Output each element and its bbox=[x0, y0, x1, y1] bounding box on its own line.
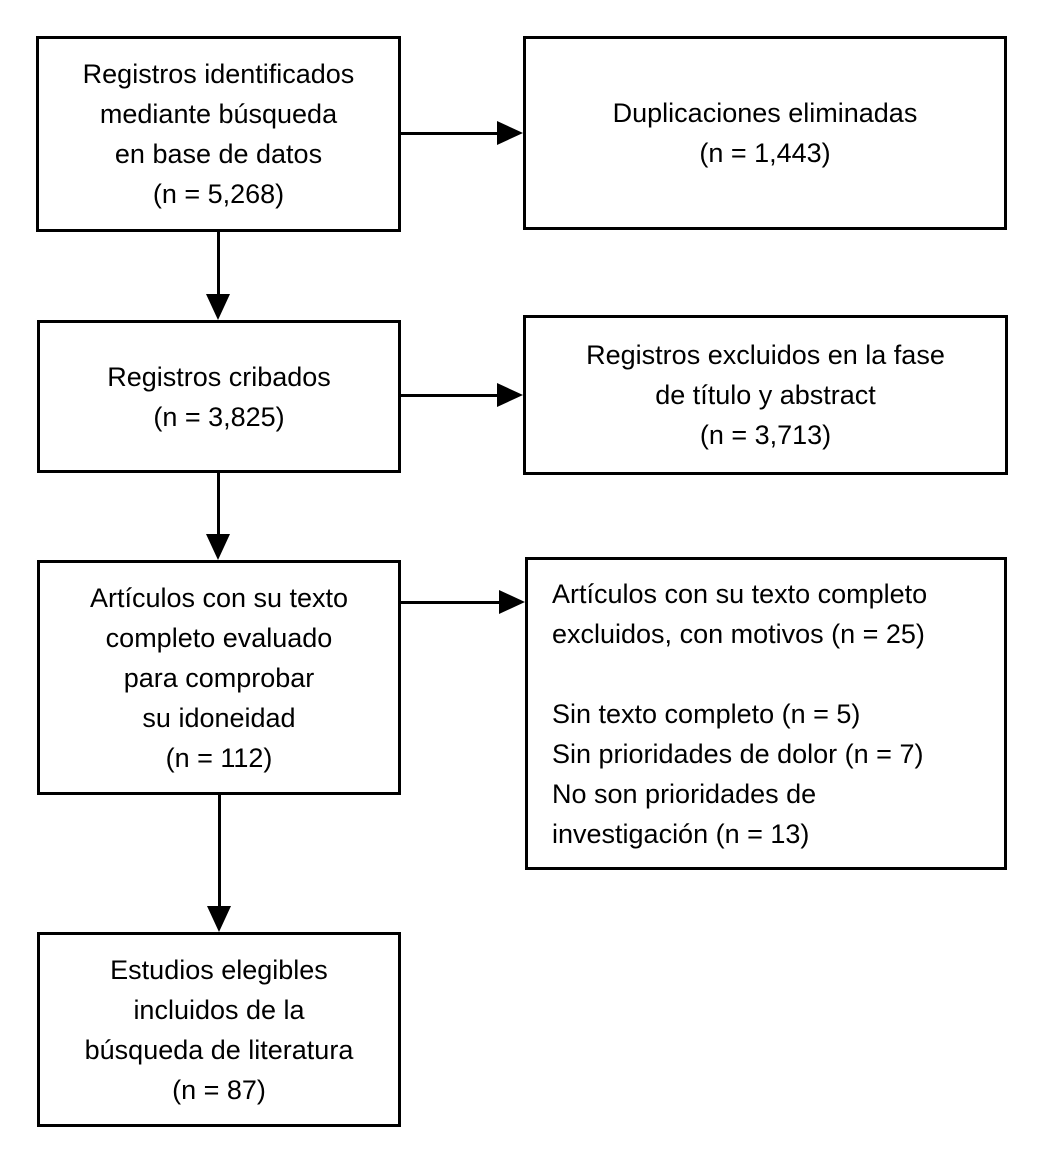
arrow-right-to-excluded-icon bbox=[401, 383, 523, 407]
flow-box-records-identified: Registros identificados mediante búsqued… bbox=[36, 36, 401, 232]
arrow-head bbox=[207, 906, 231, 932]
arrow-right-to-duplicates-icon bbox=[401, 121, 523, 145]
arrow-shaft bbox=[401, 393, 497, 397]
text-line: (n = 1,443) bbox=[699, 138, 831, 168]
flow-box-fulltext-excluded: Artículos con su texto completo excluido… bbox=[525, 557, 1007, 870]
text-line: investigación (n = 13) bbox=[552, 818, 810, 849]
text-line: Registros excluidos en la fase bbox=[586, 340, 945, 370]
text-line: su idoneidad bbox=[142, 702, 296, 733]
arrow-head bbox=[499, 590, 525, 614]
arrow-head bbox=[206, 294, 230, 320]
arrow-head bbox=[497, 383, 523, 407]
arrow-shaft bbox=[216, 473, 220, 534]
arrow-down-to-screened-icon bbox=[206, 232, 230, 320]
arrow-shaft bbox=[217, 795, 221, 906]
text-line: (n = 87) bbox=[172, 1074, 266, 1105]
arrow-down-to-included-icon bbox=[207, 795, 231, 932]
text-line: Artículos con su texto bbox=[89, 582, 349, 613]
text-line: Sin prioridades de dolor (n = 7) bbox=[552, 738, 924, 769]
arrow-down-to-fulltext-icon bbox=[206, 473, 230, 560]
text-line: Estudios elegibles bbox=[110, 954, 328, 985]
text-line: Sin texto completo (n = 5) bbox=[552, 698, 861, 729]
text-line: Artículos con su texto completo bbox=[552, 578, 928, 609]
flow-box-records-excluded-title-abstract: Registros excluidos en la fase de título… bbox=[523, 315, 1008, 475]
arrow-head bbox=[206, 534, 230, 560]
text-line: en base de datos bbox=[114, 139, 323, 169]
text-line: de título y abstract bbox=[655, 380, 876, 410]
text-line: (n = 5,268) bbox=[152, 179, 285, 209]
arrow-shaft bbox=[401, 600, 499, 604]
text-line: para comprobar bbox=[123, 662, 315, 693]
flow-box-studies-included: Estudios elegibles incluidos de la búsqu… bbox=[37, 932, 401, 1127]
text-line: completo evaluado bbox=[105, 622, 333, 653]
flow-box-records-screened: Registros cribados (n = 3,825) bbox=[37, 320, 401, 473]
arrow-shaft bbox=[401, 131, 497, 135]
text-line: Registros cribados bbox=[107, 361, 331, 392]
arrow-right-to-fulltext-excluded-icon bbox=[401, 590, 525, 614]
text-line: No son prioridades de bbox=[552, 778, 817, 809]
text-line: excluidos, con motivos (n = 25) bbox=[552, 618, 925, 649]
text-line: (n = 112) bbox=[165, 742, 273, 773]
arrow-head bbox=[497, 121, 523, 145]
arrow-shaft bbox=[216, 232, 220, 294]
flow-box-duplicates-removed: Duplicaciones eliminadas (n = 1,443) bbox=[523, 36, 1007, 230]
text-line: Registros identificados bbox=[82, 59, 355, 89]
text-line: Duplicaciones eliminadas bbox=[612, 98, 918, 128]
text-line: búsqueda de literatura bbox=[84, 1034, 354, 1065]
text-line: (n = 3,825) bbox=[153, 401, 285, 432]
text-line: incluidos de la bbox=[133, 994, 305, 1025]
text-line: mediante búsqueda bbox=[99, 99, 338, 129]
text-line: (n = 3,713) bbox=[699, 420, 832, 450]
flow-box-fulltext-assessed: Artículos con su texto completo evaluado… bbox=[37, 560, 401, 795]
